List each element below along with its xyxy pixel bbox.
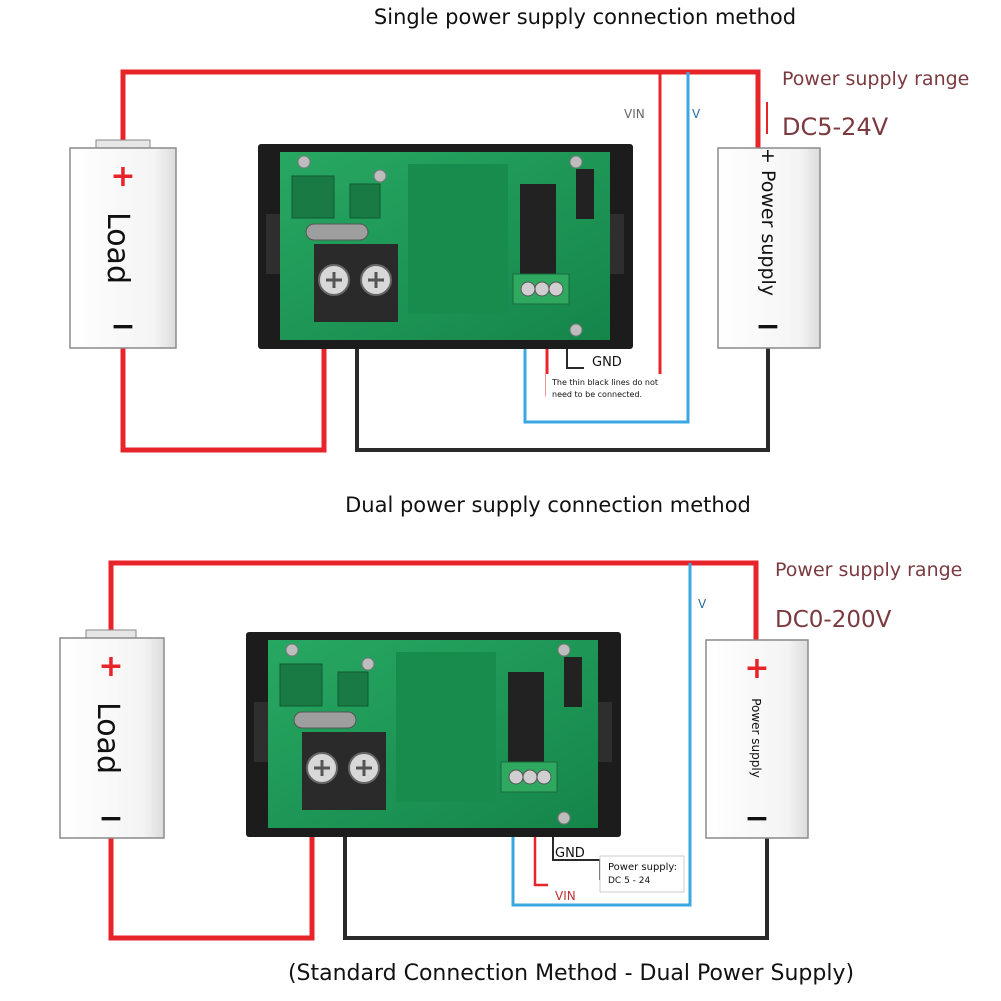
bottom-meter-board [244,630,623,839]
bottom-range-value: DC0-200V [775,607,892,633]
bottom-note-line-1: Power supply: [608,862,677,873]
top-v-wire [523,72,690,424]
top-note-line-2: need to be connected. [552,390,642,399]
top-black-wire [355,300,770,452]
top-gnd-tag: GND [592,355,622,370]
bottom-range-label: Power supply range [775,559,962,581]
bottom-red-load-wire [108,790,315,941]
bottom-supply-minus: − [744,801,769,836]
top-range-value: DC5-24V [782,113,889,141]
top-supply-label: + Power supply [757,148,779,296]
top-power-supply: + Power supply − [717,147,821,349]
bottom-title: Dual power supply connection method [345,493,751,517]
top-load-label: Load [100,212,135,284]
top-meter-board [256,142,635,351]
top-v-tag: V [692,107,701,121]
bottom-gnd-tag: GND [555,846,585,861]
top-range-label: Power supply range [782,68,969,90]
top-note-line-1: The thin black lines do not [551,378,658,387]
top-supply-minus: − [755,309,780,344]
bottom-load-battery: + − Load [59,629,165,839]
bottom-black-wire [343,790,769,940]
bottom-red-supply-wire [108,560,759,640]
bottom-note-box [599,855,685,893]
bottom-load-label: Load [90,702,125,774]
top-red-load-wire [120,300,327,453]
bottom-supply-label: Power supply [749,698,763,778]
top-red-supply-wire [120,69,761,148]
top-title: Single power supply connection method [374,5,796,29]
bottom-supply-plus: + [744,651,769,686]
bottom-v-wire [511,563,692,907]
bottom-load-plus: + [98,649,123,684]
bottom-v-tag: V [698,597,707,611]
top-load-minus: − [110,309,135,344]
bottom-note-line-2: DC 5 - 24 [608,876,650,886]
footer-caption: (Standard Connection Method - Dual Power… [288,961,854,986]
top-load-battery: + − Load [69,139,177,349]
top-load-plus: + [110,159,135,194]
top-note-box [546,374,668,404]
bottom-load-minus: − [98,801,123,836]
bottom-vin-tag: VIN [555,889,576,903]
bottom-power-supply: + Power supply − [705,639,809,839]
top-vin-tag: VIN [624,107,645,121]
